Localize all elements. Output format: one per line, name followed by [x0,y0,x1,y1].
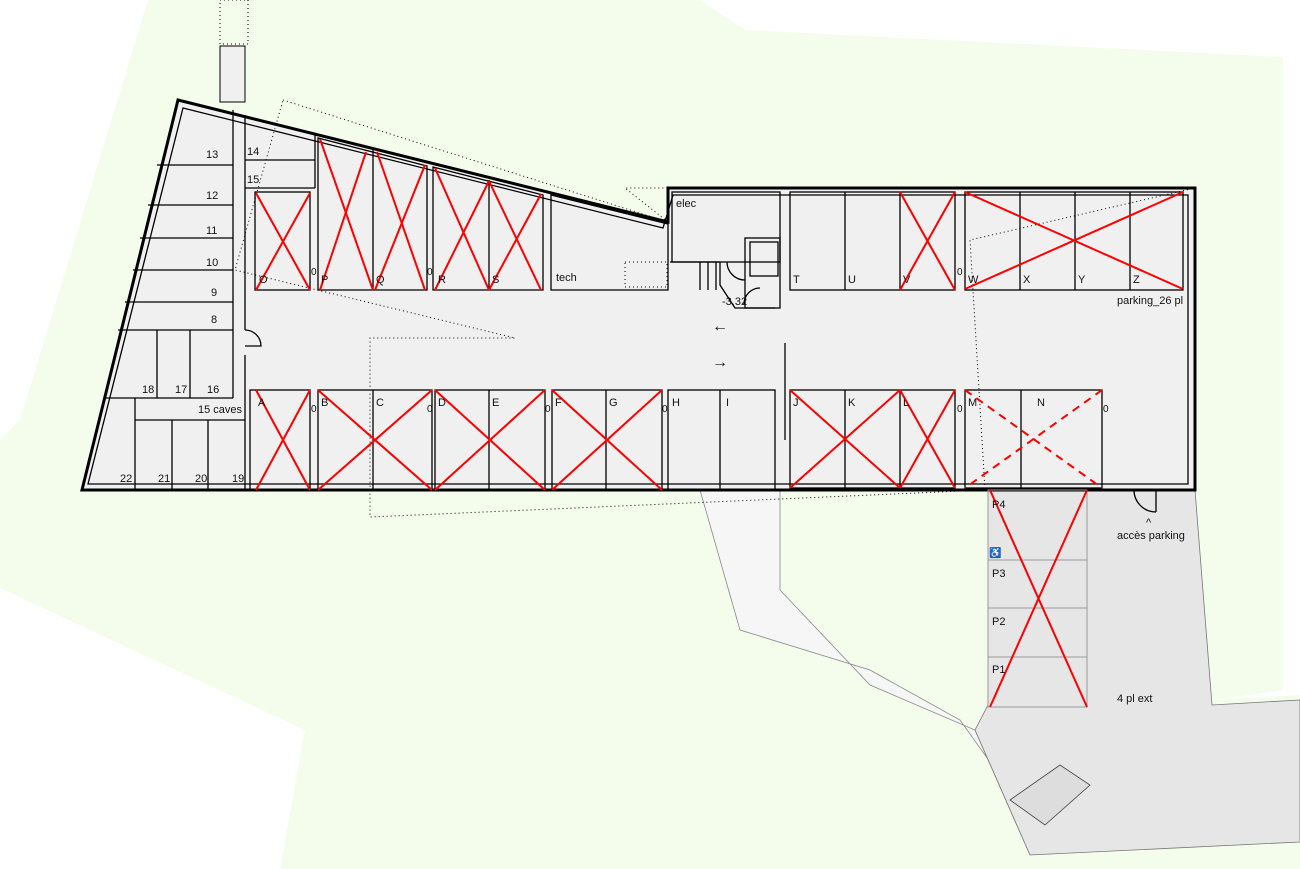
arrow-out: ← [712,318,728,335]
stall-p: P [321,274,328,286]
level-label: -3.32 [722,296,747,308]
door-mark: 0 [545,404,551,415]
stall-v: V [903,274,911,286]
ext-stall-p2: P2 [992,616,1005,628]
door-mark: 0 [662,404,668,415]
exterior-parking-area [974,489,1300,856]
stall-d: D [438,397,446,409]
stall-n: N [1037,397,1045,409]
stall-j: J [793,397,799,409]
core [670,191,781,309]
stall-b: B [321,397,328,409]
upper-stalls [254,137,1184,291]
ext-stall-p4: P4 [992,499,1005,511]
exterior-parking-label: 4 pl ext [1117,693,1152,705]
exterior-stalls [987,489,1088,708]
cave-19: 19 [232,473,244,485]
stall-k: K [848,397,856,409]
cave-13: 13 [206,149,218,161]
cave-17: 17 [175,384,187,396]
stall-m: M [968,397,977,409]
stall-g: G [609,397,618,409]
accessible-icon: ♿ [989,546,1001,559]
stall-f: F [555,397,562,409]
ext-stall-p1: P1 [992,664,1005,676]
upper-level-outline [234,99,1196,518]
room-elec: elec [676,198,697,210]
room-tech: tech [556,272,577,284]
stall-h: H [672,397,680,409]
tech-dotted-grid [624,261,668,288]
stall-l: L [903,397,909,409]
door-mark: 0 [427,404,433,415]
stall-e: E [492,397,499,409]
stall-y: Y [1078,274,1086,286]
door-mark: 0 [427,267,433,278]
exterior-stairs [1009,764,1091,826]
door-mark: 0 [957,404,963,415]
lower-stalls [249,343,1103,491]
door-mark: 0 [957,267,963,278]
stall-s: S [492,274,499,286]
arrow-in: → [712,354,728,371]
cave-10: 10 [206,257,218,269]
stall-r: R [438,274,446,286]
cave-14: 14 [247,146,259,158]
cave-22: 22 [120,473,132,485]
stall-i: I [726,397,729,409]
caves-block [105,110,316,490]
stall-w: W [968,274,979,286]
stall-u: U [848,274,856,286]
cave-12: 12 [206,190,218,202]
cave-18: 18 [142,384,154,396]
building-inner-wall [87,107,1189,485]
cave-8: 8 [211,314,217,326]
cave-11: 11 [206,225,217,237]
stall-c: C [376,397,384,409]
ext-stall-p3: P3 [992,568,1005,580]
cave-21: 21 [158,473,170,485]
access-parking-label: accès parking [1117,530,1185,542]
access-door-swing [1133,489,1157,513]
stair-top [219,45,246,103]
cave-20: 20 [195,473,207,485]
door-mark: 0 [1103,404,1109,415]
door-mark: 0 [311,267,317,278]
cave-9: 9 [211,287,217,299]
stall-q: Q [376,274,385,286]
caves-label: 15 caves [198,404,243,416]
stall-a: A [258,397,266,409]
cave-16: 16 [207,384,219,396]
door-mark: 0 [311,404,317,415]
stall-t: T [793,274,800,286]
parking-label: parking_26 pl [1117,295,1183,307]
cave-15: 15 [247,174,259,186]
stall-x: X [1023,274,1031,286]
stall-o: O [259,274,268,286]
stall-z: Z [1133,274,1140,286]
access-arrow: ^ [1146,517,1152,529]
